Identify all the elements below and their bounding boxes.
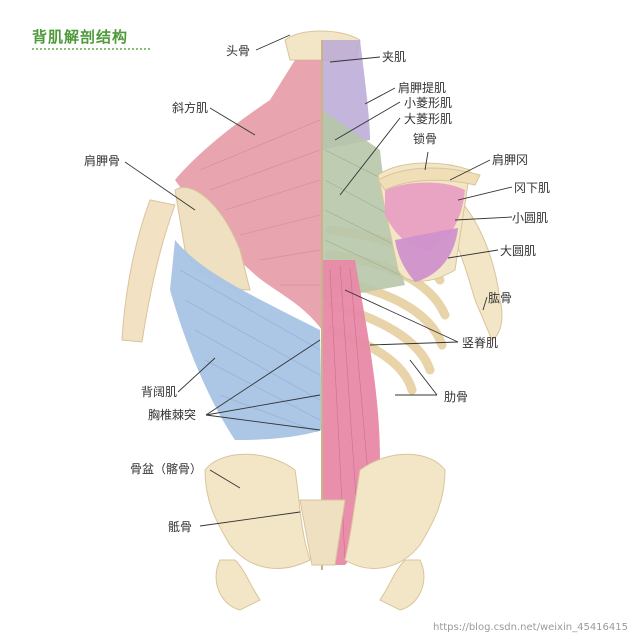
label-scapular-spine: 肩胛冈 (492, 153, 529, 167)
label-rhomboid-minor: 小菱形肌 (404, 96, 453, 110)
label-latissimus: 背阔肌 (141, 385, 178, 399)
label-levator-scapulae: 肩胛提肌 (398, 81, 447, 95)
label-humerus: 肱骨 (488, 291, 513, 305)
label-rhomboid-major: 大菱形肌 (404, 112, 453, 126)
label-ribs: 肋骨 (444, 390, 469, 404)
label-clavicle: 锁骨 (413, 132, 438, 146)
label-spinous-process: 胸椎棘突 (148, 408, 197, 422)
label-skull: 头骨 (226, 44, 251, 58)
femur-heads (215, 559, 425, 611)
trapezius (175, 60, 322, 330)
teres-major (395, 228, 458, 282)
watermark: https://blog.csdn.net/weixin_45416415 (432, 622, 628, 633)
sacrum (299, 499, 346, 566)
leader-lines (124, 34, 513, 527)
label-scapula: 肩胛骨 (84, 154, 121, 168)
scapular-spine (377, 167, 481, 191)
pelvis-left (204, 453, 311, 569)
left-arm (121, 199, 176, 343)
title-underline (32, 48, 150, 50)
label-splenius: 夹肌 (382, 50, 407, 64)
label-sacrum: 骶骨 (168, 520, 193, 534)
pelvis-right (344, 453, 446, 569)
label-erector-spinae: 竖脊肌 (462, 336, 499, 350)
label-teres-major: 大圆肌 (500, 244, 537, 258)
label-pelvis: 骨盆（髂骨） (130, 462, 203, 476)
latissimus-dorsi (170, 240, 322, 440)
label-trapezius: 斜方肌 (172, 101, 209, 115)
label-infraspinatus: 冈下肌 (514, 181, 551, 195)
label-teres-minor: 小圆肌 (512, 211, 549, 225)
rhomboids (322, 110, 405, 300)
page-title: 背肌解剖结构 (32, 28, 129, 46)
